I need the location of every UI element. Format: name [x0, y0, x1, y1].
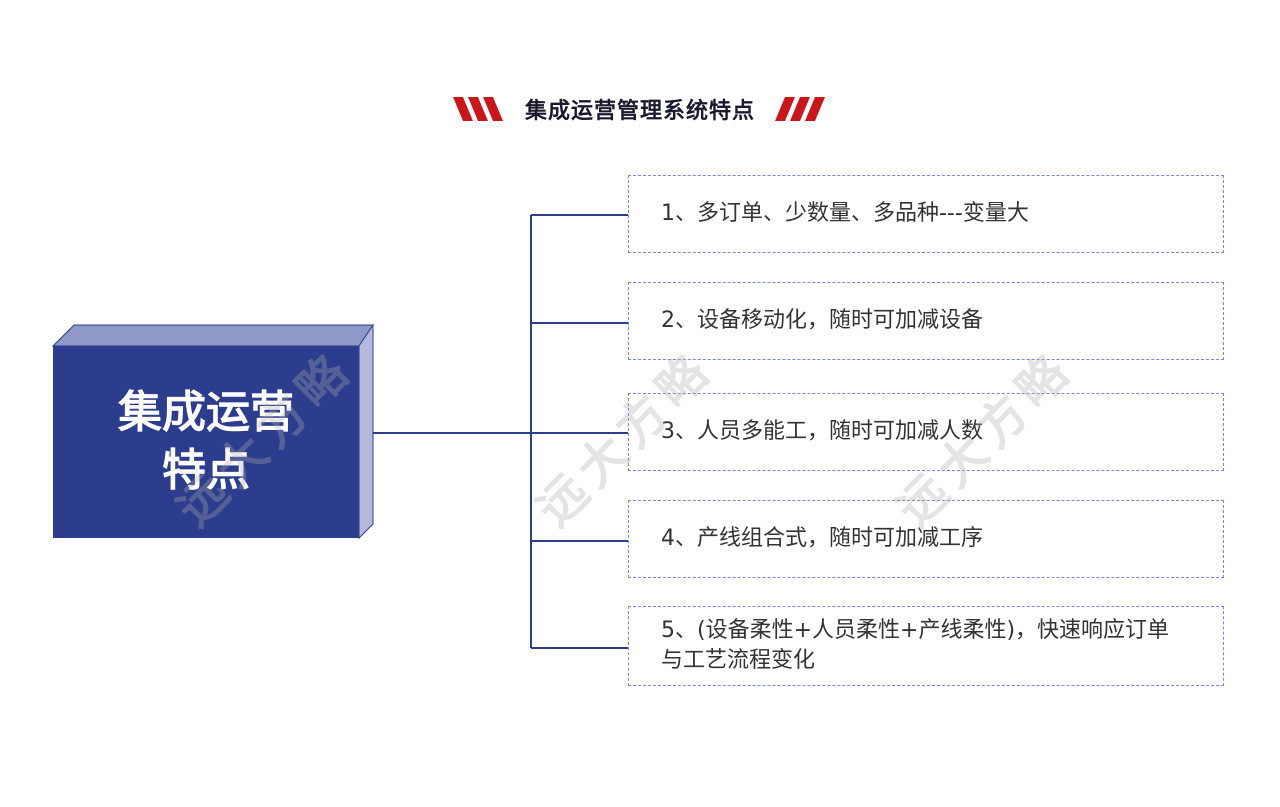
right-stripes-icon: [775, 97, 825, 121]
feature-item-3: 3、人员多能工，随时可加减人数: [628, 393, 1224, 471]
feature-item-1: 1、多订单、少数量、多品种---变量大: [628, 175, 1224, 253]
feature-item-4-text: 4、产线组合式，随时可加减工序: [661, 526, 983, 551]
feature-item-2: 2、设备移动化，随时可加减设备: [628, 282, 1224, 360]
feature-item-4: 4、产线组合式，随时可加减工序: [628, 500, 1224, 578]
feature-item-2-text: 2、设备移动化，随时可加减设备: [661, 308, 983, 333]
feature-item-1-text: 1、多订单、少数量、多品种---变量大: [661, 201, 1029, 226]
root-node: 集成运营 特点: [53, 346, 359, 538]
root-label-line1: 集成运营: [118, 387, 294, 438]
feature-item-5: 5、(设备柔性+人员柔性+产线柔性)，快速响应订单与工艺流程变化: [628, 606, 1224, 686]
page-title: 集成运营管理系统特点: [524, 99, 755, 124]
left-stripes-icon: [452, 97, 503, 121]
feature-item-3-text: 3、人员多能工，随时可加减人数: [661, 419, 983, 444]
root-box-side-face: [358, 323, 374, 540]
root-label-line2: 特点: [162, 445, 250, 496]
root-box-top-face: [51, 324, 374, 347]
title-bar: 集成运营管理系统特点: [0, 92, 1280, 126]
feature-item-5-text: 5、(设备柔性+人员柔性+产线柔性)，快速响应订单与工艺流程变化: [661, 618, 1170, 673]
